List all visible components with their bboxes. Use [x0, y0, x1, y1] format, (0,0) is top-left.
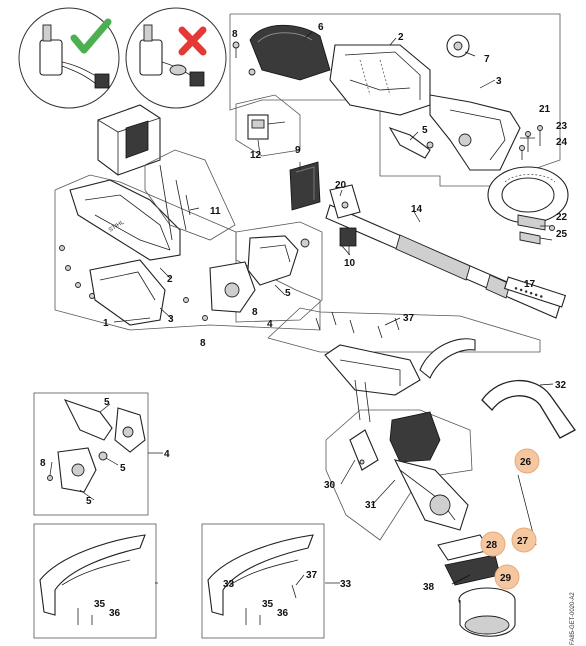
label-part-8: 8 [40, 458, 46, 469]
part-6-cover [249, 24, 331, 81]
label-part-29: 29 [500, 573, 512, 584]
battery-holder [97, 104, 161, 176]
part-37-screws [315, 311, 400, 339]
label-part-25: 25 [556, 229, 568, 240]
label-part-10: 10 [344, 258, 356, 269]
label-part-31: 31 [365, 500, 377, 511]
label-part-2: 2 [398, 32, 404, 43]
label-part-5: 5 [104, 397, 110, 408]
label-part-37: 37 [403, 313, 415, 324]
part-32-wire-guard [481, 379, 576, 439]
inset-guard-left [39, 534, 146, 625]
part-number-labels: 1 2 2 3 3 4 4 5 5 5 5 5 6 7 8 8 8 8 9 10… [40, 22, 568, 619]
label-part-14: 14 [411, 204, 423, 215]
part-14-shaft [325, 204, 561, 319]
cross-icon [178, 26, 207, 56]
part-4-trigger-group [247, 235, 310, 286]
label-part-17: 17 [524, 279, 536, 290]
callout-27-highlight [511, 527, 537, 553]
part-handle-curved [419, 338, 476, 379]
label-part-35: 35 [262, 599, 274, 610]
label-part-35: 35 [94, 599, 106, 610]
label-part-21: 21 [539, 104, 551, 115]
leader-lines [49, 31, 554, 586]
label-part-12: 12 [250, 150, 262, 161]
label-part-37: 37 [306, 570, 318, 581]
label-part-8: 8 [200, 338, 206, 349]
label-part-33: 33 [223, 579, 235, 590]
drawing-code: FA85-GET-0020-A2 [570, 592, 576, 645]
check-icon [70, 18, 112, 54]
label-part-22: 22 [556, 212, 568, 223]
motor-housing-top [324, 344, 421, 423]
label-part-23: 23 [556, 121, 568, 132]
label-part-4: 4 [164, 449, 170, 460]
label-part-5: 5 [422, 125, 428, 136]
part-12-switch [247, 114, 286, 140]
screw-8-top [232, 41, 256, 76]
label-part-33: 33 [340, 579, 352, 590]
part-3-handle-rear [429, 94, 521, 171]
inset-part-4 [47, 399, 146, 493]
part-11-wiring [159, 164, 191, 241]
label-part-11: 11 [210, 206, 221, 217]
parts-22-25-clamp [517, 214, 555, 245]
screws-left-housing [59, 245, 208, 321]
label-part-5: 5 [120, 463, 126, 474]
callout-29-highlight [494, 564, 520, 590]
label-part-27: 27 [517, 536, 529, 547]
label-part-36: 36 [109, 608, 121, 619]
part-9-controller [289, 161, 321, 211]
label-part-3: 3 [168, 314, 174, 325]
label-part-30: 30 [324, 480, 336, 491]
callout-26-highlight [514, 448, 540, 474]
label-part-4: 4 [267, 319, 273, 330]
part-1-motor-housing: STIHL [69, 179, 181, 261]
label-part-5: 5 [285, 288, 291, 299]
label-part-36: 36 [277, 608, 289, 619]
label-part-26: 26 [520, 457, 532, 468]
part-2-housing-half [329, 44, 431, 116]
label-part-24: 24 [556, 137, 568, 148]
inset-incorrect-wiring [125, 7, 227, 109]
part-20-connector [329, 184, 361, 219]
part-7-ring [446, 34, 470, 58]
screw-8-right [519, 145, 525, 160]
label-part-6: 6 [318, 22, 324, 33]
label-part-8: 8 [232, 29, 238, 40]
trigger-5-top [388, 126, 434, 159]
label-part-2: 2 [167, 274, 173, 285]
label-part-5: 5 [86, 496, 92, 507]
cutting-head-assembly [437, 534, 516, 637]
callout-28-highlight [480, 531, 506, 557]
part-30-cover [349, 429, 379, 471]
screws-23-24 [525, 125, 543, 152]
inset-correct-wiring [18, 7, 120, 109]
inset-guard-right [207, 534, 314, 625]
label-part-9: 9 [295, 145, 301, 156]
part-10-plug [339, 227, 357, 256]
part-5-cap [209, 261, 256, 313]
label-part-3: 3 [496, 76, 502, 87]
label-part-7: 7 [484, 54, 490, 65]
label-part-1: 1 [103, 318, 109, 329]
label-part-8: 8 [252, 307, 258, 318]
label-part-20: 20 [335, 180, 347, 191]
label-part-28: 28 [486, 540, 498, 551]
label-part-32: 32 [555, 380, 567, 391]
part-2-handle-grip [89, 259, 166, 326]
motor-head [389, 411, 469, 531]
label-part-38: 38 [423, 582, 435, 593]
